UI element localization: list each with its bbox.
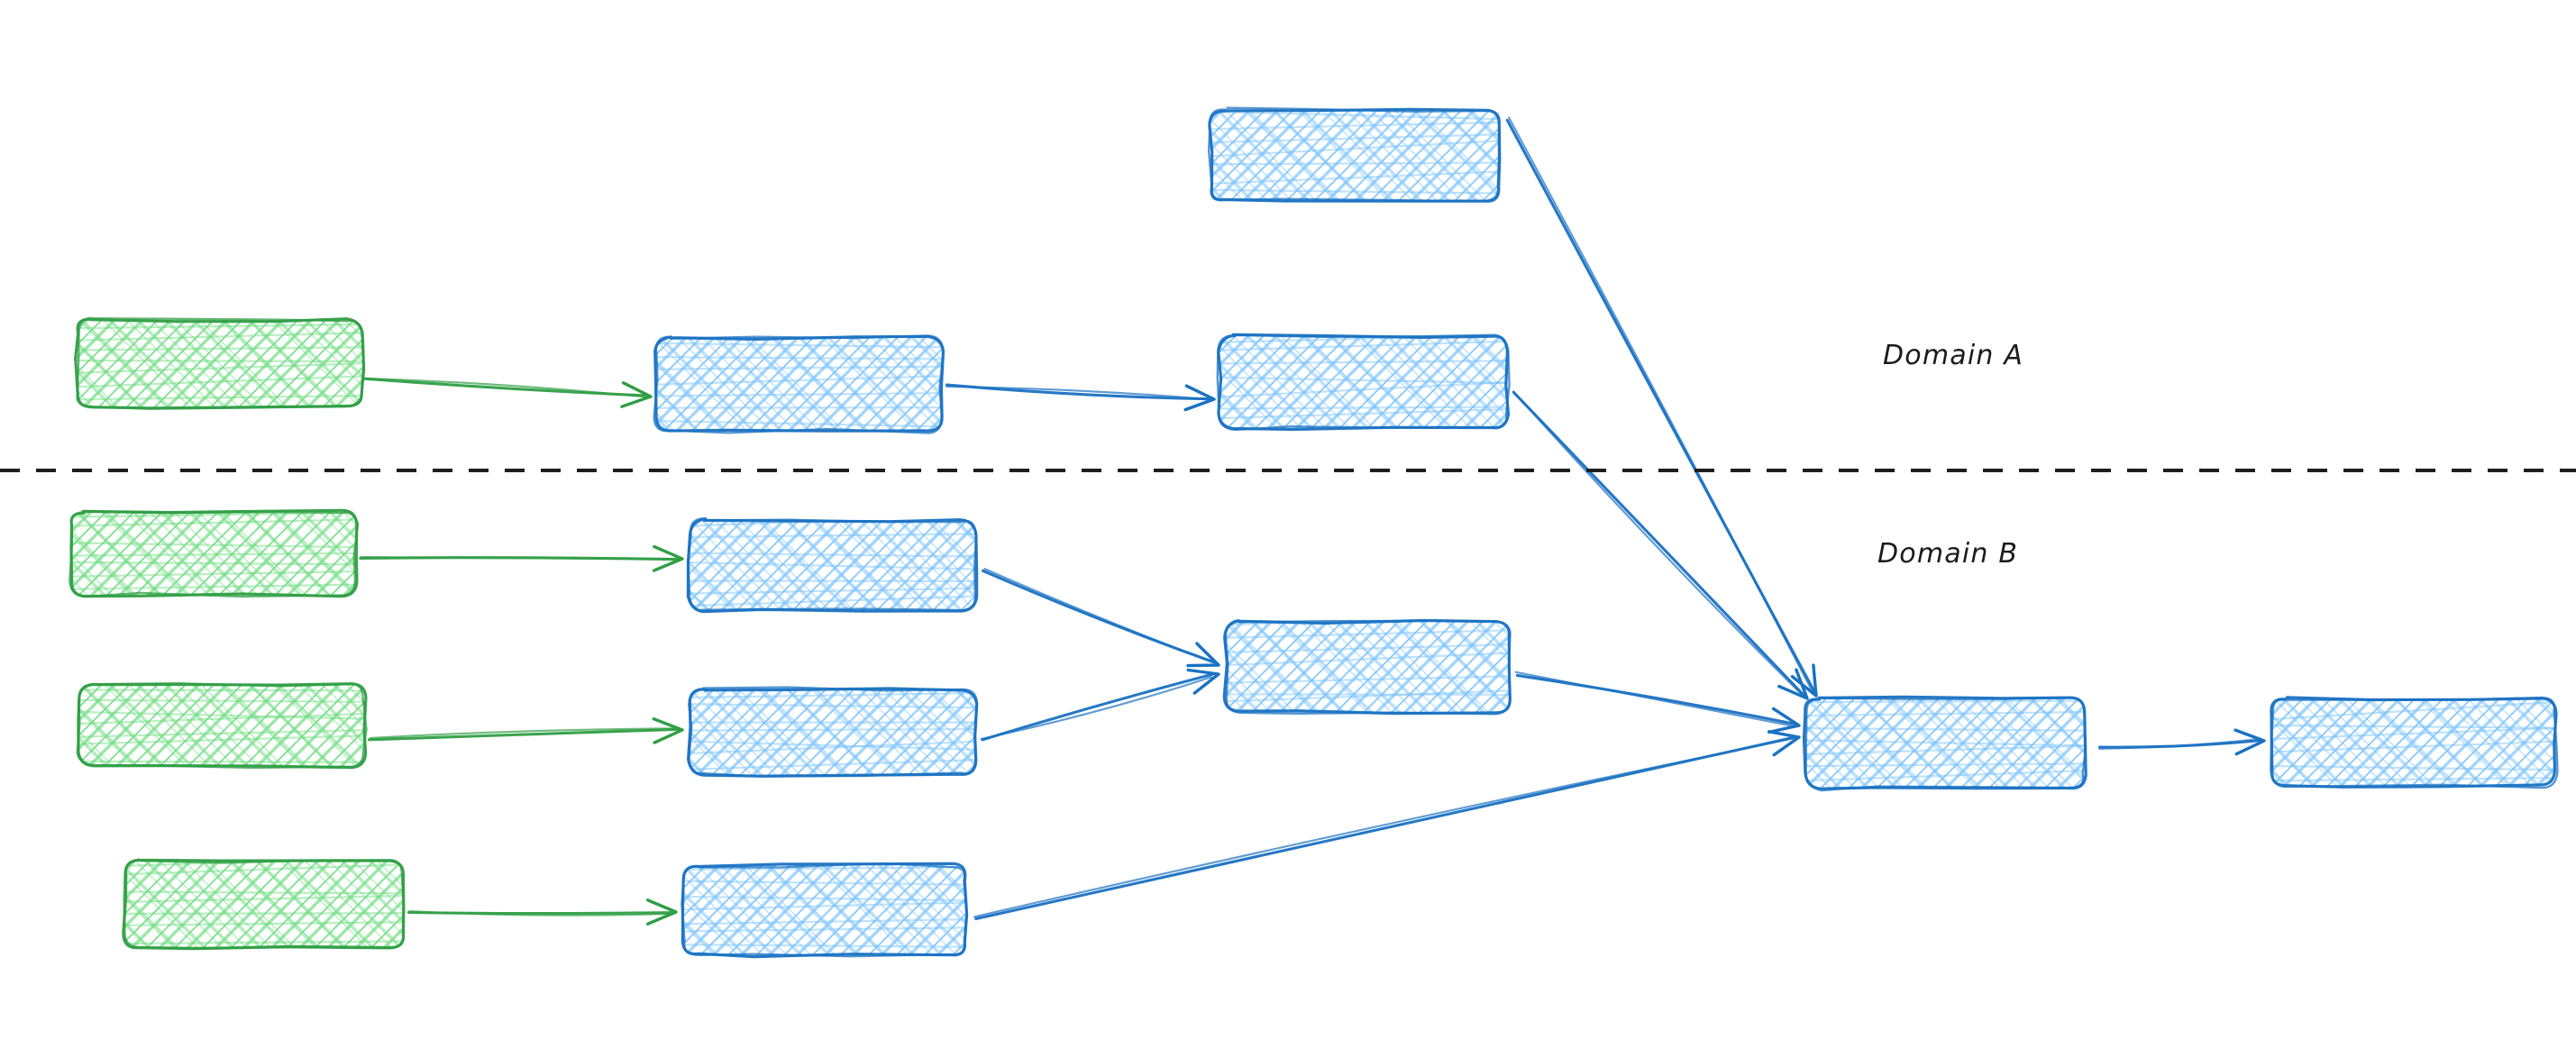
diagram-node[interactable] <box>674 862 975 959</box>
node-hatch-fill <box>2271 698 2555 786</box>
node-hatch-fill <box>1210 110 1499 201</box>
diagram-edge[interactable] <box>1512 390 1809 700</box>
edges-layer <box>359 116 2266 926</box>
node-hatch-fill <box>79 685 365 766</box>
arrowhead-icon <box>652 717 684 744</box>
arrowhead-icon <box>1186 668 1220 695</box>
node-hatch-fill <box>690 520 975 610</box>
diagram-edge[interactable] <box>973 730 1801 921</box>
diagram-node[interactable] <box>115 857 413 951</box>
diagram-edge[interactable] <box>361 377 653 408</box>
diagram-node[interactable] <box>68 316 371 410</box>
diagram-node[interactable] <box>70 681 374 770</box>
domain-b-label: Domain B <box>1877 538 2019 570</box>
diagram-edge[interactable] <box>367 717 684 744</box>
diagram-edge[interactable] <box>980 668 1220 742</box>
domain-a-label: Domain A <box>1883 340 2024 371</box>
diagram-node[interactable] <box>681 686 984 778</box>
diagram-node[interactable] <box>1217 616 1519 716</box>
node-hatch-fill <box>1219 336 1507 428</box>
diagram-edge[interactable] <box>406 898 678 926</box>
diagram-edge[interactable] <box>2098 728 2266 756</box>
arrowhead-icon <box>1767 730 1801 757</box>
diagram-edge[interactable] <box>359 544 684 572</box>
node-hatch-fill <box>683 865 966 955</box>
diagram-node[interactable] <box>61 508 365 598</box>
arrowhead-icon <box>1183 384 1216 412</box>
node-hatch-fill <box>124 861 404 948</box>
diagram-node[interactable] <box>2262 696 2564 789</box>
diagram-node[interactable] <box>681 515 984 614</box>
node-hatch-fill <box>690 689 975 775</box>
diagram-edge[interactable] <box>945 383 1216 412</box>
diagram-edge[interactable] <box>1505 116 1818 698</box>
diagram-edge[interactable] <box>981 568 1220 668</box>
node-hatch-fill <box>70 512 356 595</box>
arrowhead-icon <box>1777 668 1809 700</box>
arrowhead-icon <box>2233 728 2266 756</box>
arrowhead-icon <box>1186 642 1220 668</box>
arrowhead-icon <box>646 898 678 926</box>
diagram-edge[interactable] <box>1514 670 1801 734</box>
arrowhead-icon <box>652 544 684 572</box>
diagram-node[interactable] <box>1796 695 2094 792</box>
diagram-node[interactable] <box>1210 333 1516 432</box>
diagram-node[interactable] <box>1201 106 1508 203</box>
diagram-node[interactable] <box>647 334 951 434</box>
arrowhead-icon <box>620 381 653 408</box>
node-hatch-fill <box>77 320 362 407</box>
nodes-layer <box>61 106 2564 959</box>
node-hatch-fill <box>656 338 942 431</box>
node-hatch-fill <box>1805 698 2085 789</box>
arrowhead-icon <box>1768 707 1801 734</box>
node-hatch-fill <box>1226 622 1510 712</box>
